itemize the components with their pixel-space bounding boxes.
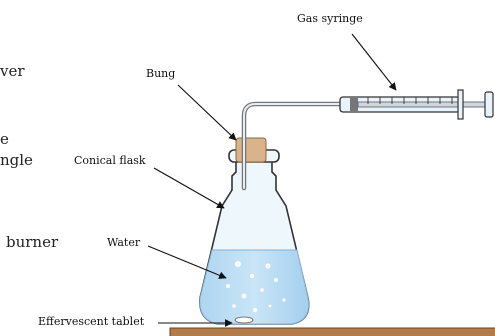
label-gas-syringe: Gas syringe (297, 12, 363, 25)
label-conical-flask: Conical flask (74, 154, 146, 167)
side-text-line2: e (0, 130, 9, 148)
bubbles (226, 261, 286, 313)
syringe-plunger-end (484, 91, 494, 118)
bung (235, 137, 267, 163)
arrow-gas-syringe (351, 33, 397, 91)
side-text-line1: ver (0, 62, 25, 80)
effervescent-tablet (234, 316, 254, 324)
side-text-line3: ngle (0, 151, 33, 169)
syringe-graduations (367, 97, 453, 104)
label-bung: Bung (146, 67, 176, 80)
label-water: Water (107, 236, 141, 249)
side-text-line4: burner (6, 233, 59, 251)
arrow-bung (177, 84, 237, 141)
bench (169, 327, 495, 336)
syringe-plunger-rod (357, 101, 489, 108)
syringe-plunger-head (350, 98, 358, 111)
arrow-conical-flask (153, 167, 225, 209)
syringe-flange (457, 89, 464, 120)
arrow-water (147, 245, 227, 279)
label-effervescent-tablet: Effervescent tablet (38, 315, 145, 328)
water (199, 249, 310, 325)
